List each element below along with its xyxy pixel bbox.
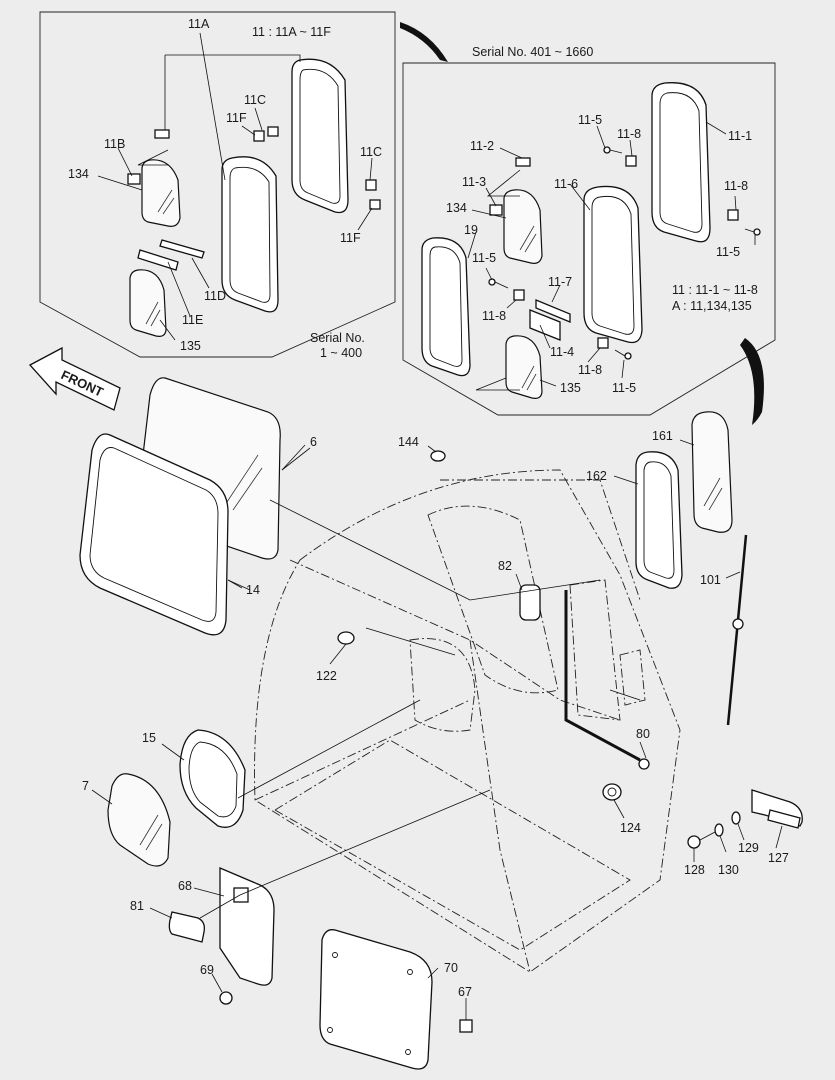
inset-serial-1-400 [39, 11, 448, 358]
label-101: 101 [700, 573, 721, 587]
label-81: 81 [130, 899, 144, 913]
part-hardware-128-130-129 [687, 811, 741, 849]
label-130: 130 [718, 863, 739, 877]
label-11b: 11B [104, 137, 125, 151]
label-11-8-b: 11-8 [724, 179, 748, 193]
label-11-3: 11-3 [462, 175, 486, 189]
label-127: 127 [768, 851, 789, 865]
label-11f-a: 11F [226, 111, 247, 125]
main-part-labels: 6 14 144 161 162 82 101 122 15 7 80 124 … [82, 429, 789, 999]
part-67-bolt [459, 1019, 473, 1033]
part-127-handle [751, 789, 803, 829]
label-122: 122 [316, 669, 337, 683]
label-82: 82 [498, 559, 512, 573]
label-135-a: 135 [180, 339, 201, 353]
label-144: 144 [398, 435, 419, 449]
label-7: 7 [82, 779, 89, 793]
inset-b-legend-line1: 11 : 11-1 ~ 11-8 [672, 283, 758, 297]
part-81-cap [168, 911, 206, 943]
label-11-5-b: 11-5 [716, 245, 740, 259]
label-129: 129 [738, 841, 759, 855]
inset-serial-401-1660 [402, 62, 776, 425]
part-11d-seal [221, 156, 279, 313]
part-69-plug [219, 991, 233, 1005]
label-11-7: 11-7 [548, 275, 572, 289]
label-134-a: 134 [68, 167, 89, 181]
label-11-5-d: 11-5 [612, 381, 636, 395]
label-19: 19 [464, 223, 478, 237]
label-11-1: 11-1 [728, 129, 752, 143]
label-11d: 11D [204, 289, 226, 303]
label-15: 15 [142, 731, 156, 745]
part-11-1-seal [651, 82, 711, 243]
label-11-8-c: 11-8 [482, 309, 506, 323]
inset-a-serial-line1: Serial No. [310, 331, 365, 345]
inset-b-serial: Serial No. 401 ~ 1660 [472, 45, 593, 59]
label-11-5-c: 11-5 [472, 251, 496, 265]
label-11-2: 11-2 [470, 139, 494, 153]
label-11-4: 11-4 [550, 345, 574, 359]
label-11-6: 11-6 [554, 177, 578, 191]
part-124-grommet [602, 783, 622, 801]
inset-b-legend-line2: A : 11,134,135 [672, 299, 752, 313]
part-122-grommet [337, 631, 355, 645]
label-124: 124 [620, 821, 641, 835]
inset-top-right-labels: Serial No. 401 ~ 1660 11 : 11-1 ~ 11-8 A… [446, 45, 758, 395]
inset-top-left-labels: 11 : 11A ~ 11F Serial No. 1 ~ 400 11A 11… [68, 17, 382, 360]
label-11c-b: 11C [360, 145, 382, 159]
part-161-glass [691, 411, 733, 533]
label-80: 80 [636, 727, 650, 741]
label-67: 67 [458, 985, 472, 999]
part-82-cap [519, 584, 541, 621]
part-7-glass [107, 773, 171, 867]
part-14-seal [79, 433, 243, 636]
label-161: 161 [652, 429, 673, 443]
label-134-b: 134 [446, 201, 467, 215]
label-11-8-d: 11-8 [578, 363, 602, 377]
cab-frame [254, 469, 681, 973]
label-68: 68 [178, 879, 192, 893]
part-11a-seal [291, 58, 349, 214]
label-6: 6 [310, 435, 317, 449]
label-69: 69 [200, 963, 214, 977]
front-arrow-icon [28, 346, 121, 411]
inset-a-serial-line2: 1 ~ 400 [320, 346, 362, 360]
label-11c-a: 11C [244, 93, 266, 107]
part-15-seal [179, 729, 246, 828]
part-144-grommet [430, 450, 446, 462]
main-leader-lines [91, 439, 783, 1020]
label-135-b: 135 [560, 381, 581, 395]
part-70-cover [319, 929, 433, 1070]
part-101-antenna [726, 534, 748, 726]
label-70: 70 [444, 961, 458, 975]
part-68-plate [219, 867, 275, 986]
part-80-rod [564, 590, 650, 770]
part-162-seal [635, 451, 683, 589]
part-19-seal [421, 237, 471, 377]
inset-a-header: 11 : 11A ~ 11F [252, 25, 331, 39]
label-128: 128 [684, 863, 705, 877]
label-11f-b: 11F [340, 231, 361, 245]
label-11e: 11E [182, 313, 203, 327]
label-11a: 11A [188, 17, 210, 31]
label-11-8-a: 11-8 [617, 127, 641, 141]
label-162: 162 [586, 469, 607, 483]
label-14: 14 [246, 583, 260, 597]
part-11-6-seal [583, 185, 643, 344]
label-11-5-a: 11-5 [578, 113, 602, 127]
